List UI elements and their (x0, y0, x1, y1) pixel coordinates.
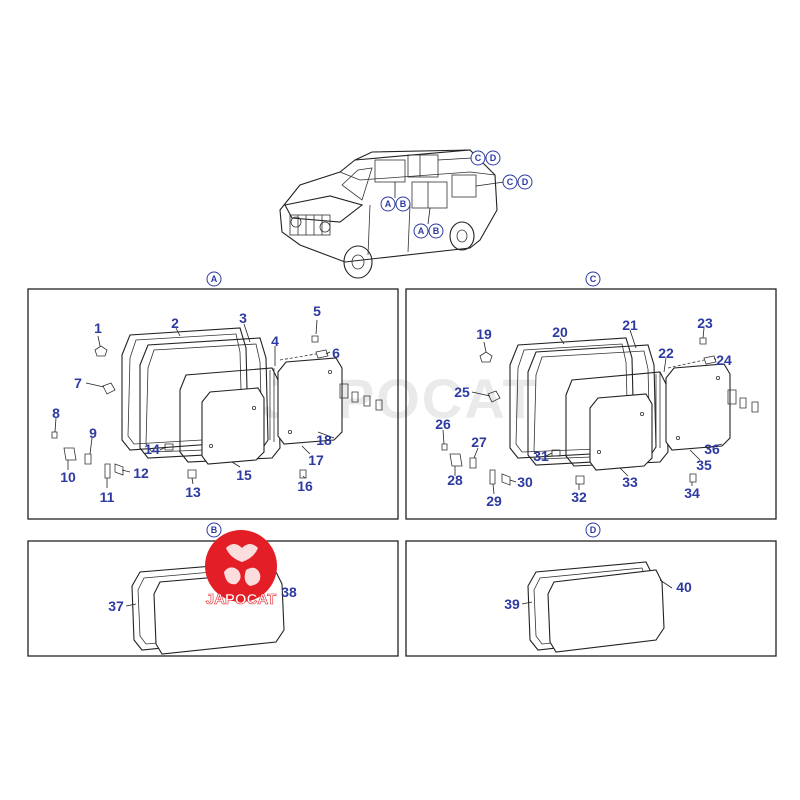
logo-text: JAPOCAT (206, 591, 277, 608)
marker-a: A (385, 199, 392, 209)
marker-b-2: B (433, 226, 440, 236)
panel-c-leaders (442, 327, 723, 495)
marker-b: B (400, 199, 407, 209)
callout-11: 11 (100, 489, 115, 505)
vehicle-illustration (279, 149, 505, 279)
panel-d-callouts: 39 40 (504, 579, 692, 612)
panel-a (27, 288, 399, 520)
panel-a-leaders (54, 319, 335, 488)
panel-b (27, 540, 399, 657)
callout-21: 21 (622, 317, 638, 333)
panel-c-parts (441, 337, 759, 486)
callout-19: 19 (476, 326, 492, 342)
callout-15: 15 (236, 467, 252, 483)
callout-27: 27 (471, 434, 487, 450)
svg-text:C: C (590, 274, 597, 284)
callout-31: 31 (533, 448, 549, 464)
callout-18: 18 (316, 432, 332, 448)
callout-13: 13 (185, 484, 201, 500)
callout-22: 22 (658, 345, 674, 361)
callout-7: 7 (74, 375, 82, 391)
callout-34: 34 (684, 485, 700, 501)
panel-d (405, 540, 777, 657)
panel-header-c: C (585, 271, 601, 287)
callout-29: 29 (486, 493, 502, 509)
japocat-logo: JAPOCAT (205, 530, 277, 608)
svg-text:A: A (211, 274, 218, 284)
panel-a-parts (51, 327, 383, 479)
callout-38: 38 (281, 584, 297, 600)
marker-a-2: A (418, 226, 425, 236)
callout-40: 40 (676, 579, 692, 595)
svg-text:B: B (211, 525, 218, 535)
callout-17: 17 (308, 452, 324, 468)
callout-35: 35 (696, 457, 712, 473)
panel-c (405, 288, 777, 520)
callout-37: 37 (108, 598, 124, 614)
callout-4: 4 (271, 333, 279, 349)
callout-32: 32 (571, 489, 587, 505)
callout-8: 8 (52, 405, 60, 421)
callout-24: 24 (716, 352, 732, 368)
callout-36: 36 (704, 441, 720, 457)
marker-d: D (490, 153, 497, 163)
vehicle-view-markers: A B A B C D C D (380, 150, 533, 239)
callout-20: 20 (552, 324, 568, 340)
panel-b-callouts: 37 38 (108, 584, 297, 614)
callout-9: 9 (89, 425, 97, 441)
callout-2: 2 (171, 315, 179, 331)
callout-1: 1 (94, 320, 102, 336)
callout-33: 33 (622, 474, 638, 490)
marker-c: C (475, 153, 482, 163)
panel-d-parts (521, 561, 673, 653)
svg-text:D: D (590, 525, 597, 535)
panel-header-d: D (585, 522, 601, 538)
callout-12: 12 (133, 465, 149, 481)
callout-5: 5 (313, 303, 321, 319)
callout-26: 26 (435, 416, 451, 432)
callout-30: 30 (517, 474, 533, 490)
callout-10: 10 (60, 469, 76, 485)
marker-c-2: C (507, 177, 514, 187)
callout-16: 16 (297, 478, 313, 494)
callout-14: 14 (144, 441, 160, 457)
callout-39: 39 (504, 596, 520, 612)
panel-header-b: B (206, 522, 222, 538)
callout-28: 28 (447, 472, 463, 488)
callout-6: 6 (332, 345, 340, 361)
callout-23: 23 (697, 315, 713, 331)
marker-d-2: D (522, 177, 529, 187)
panel-a-callouts: 1 2 3 4 5 6 7 8 9 10 11 12 13 14 15 16 1… (52, 303, 340, 505)
panel-header-a: A (206, 271, 222, 287)
callout-3: 3 (239, 310, 247, 326)
panel-c-callouts: 19 20 21 22 23 24 25 26 27 28 29 30 31 3… (435, 315, 732, 509)
callout-25: 25 (454, 384, 470, 400)
